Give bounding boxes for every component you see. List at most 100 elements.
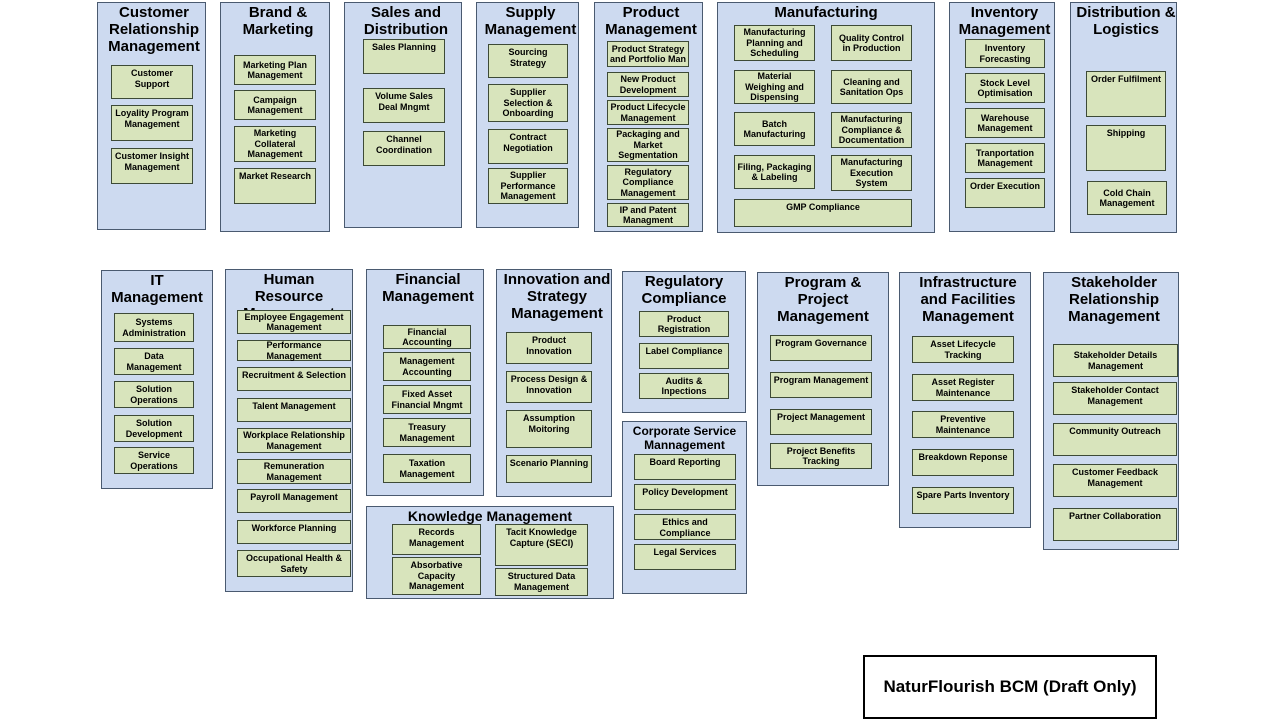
capability-transportation-management: Tranportation Management: [965, 143, 1045, 173]
capability-asset-lifecycle-tracking: Asset Lifecycle Tracking: [912, 336, 1014, 363]
domain-financial-management: Financial Management Financial Accountin…: [366, 269, 484, 496]
domain-knowledge-management: Knowledge Management Records Management …: [366, 506, 614, 599]
domain-inventory-management: Inventory Management Inventory Forecasti…: [949, 2, 1055, 232]
capability-workforce-planning: Workforce Planning: [237, 520, 351, 544]
capability-stakeholder-details: Stakeholder Details Management: [1053, 344, 1178, 377]
capability-talent-management: Talent Management: [237, 398, 351, 422]
capability-financial-accounting: Financial Accounting: [383, 325, 471, 349]
capability-recruitment-selection: Recruitment & Selection: [237, 367, 351, 391]
capability-customer-insight-management: Customer Insight Management: [111, 148, 193, 184]
domain-title: Distribution & Logistics: [1076, 4, 1176, 38]
capability-occupational-health-safety: Occupational Health & Safety: [237, 550, 351, 577]
domain-brand-marketing: Brand & Marketing Marketing Plan Managem…: [220, 2, 330, 232]
capability-supplier-performance: Supplier Performance Management: [488, 168, 568, 204]
domain-title: Manufacturing: [774, 4, 878, 21]
capability-policy-development: Policy Development: [634, 484, 736, 510]
capability-taxation-management: Taxation Management: [383, 454, 471, 483]
capability-warehouse-management: Warehouse Management: [965, 108, 1045, 138]
domain-program-project: Program & Project Management Program Gov…: [757, 272, 889, 486]
capability-records-management: Records Management: [392, 524, 481, 555]
capability-employee-engagement: Employee Engagement Management: [237, 310, 351, 334]
capability-program-management: Program Management: [770, 372, 872, 398]
capability-community-outreach: Community Outreach: [1053, 423, 1177, 456]
domain-supply-management: Supply Management Sourcing Strategy Supp…: [476, 2, 579, 228]
capability-sales-planning: Sales Planning: [363, 39, 445, 74]
capability-asset-register-maintenance: Asset Register Maintenance: [912, 374, 1014, 401]
capability-breakdown-response: Breakdown Reponse: [912, 449, 1014, 476]
capability-assumption-monitoring: Assumption Moitoring: [506, 410, 592, 448]
domain-regulatory-compliance: Regulatory Compliance Product Registrati…: [622, 271, 746, 413]
capability-service-operations: Service Operations: [114, 447, 194, 474]
capability-manufacturing-planning: Manufacturing Planning and Scheduling: [734, 25, 815, 61]
capability-product-innovation: Product Innovation: [506, 332, 592, 364]
domain-stakeholder-relationship: Stakeholder Relationship Management Stak…: [1043, 272, 1179, 550]
capability-volume-sales-deal: Volume Sales Deal Mngmt: [363, 88, 445, 123]
capability-solution-operations: Solution Operations: [114, 381, 194, 408]
capability-program-governance: Program Governance: [770, 335, 872, 361]
capability-material-weighing: Material Weighing and Dispensing: [734, 70, 815, 104]
domain-distribution-logistics: Distribution & Logistics Order Fulfilmen…: [1070, 2, 1177, 233]
capability-inventory-forecasting: Inventory Forecasting: [965, 39, 1045, 68]
capability-solution-development: Solution Development: [114, 415, 194, 442]
diagram-title-box: NaturFlourish BCM (Draft Only): [863, 655, 1157, 719]
domain-it-management: IT Management Systems Administration Dat…: [101, 270, 213, 489]
domain-title: Corporate Service Mannagement: [632, 424, 737, 452]
domain-title: Program & Project Management: [777, 274, 869, 325]
capability-regulatory-compliance-management: Regulatory Compliance Management: [607, 165, 689, 200]
capability-structured-data-management: Structured Data Management: [495, 568, 588, 596]
capability-cleaning-sanitation: Cleaning and Sanitation Ops: [831, 70, 912, 104]
domain-title: Customer Relationship Management: [108, 4, 200, 55]
capability-systems-administration: Systems Administration: [114, 313, 194, 342]
capability-contract-negotiation: Contract Negotiation: [488, 129, 568, 164]
capability-shipping: Shipping: [1086, 125, 1166, 171]
capability-treasury-management: Treasury Management: [383, 418, 471, 447]
capability-project-management: Project Management: [770, 409, 872, 435]
capability-remuneration-management: Remuneration Management: [237, 459, 351, 484]
capability-product-lifecycle: Product Lifecycle Management: [607, 100, 689, 125]
capability-marketing-plan-management: Marketing Plan Management: [234, 55, 316, 85]
capability-process-design-innovation: Process Design & Innovation: [506, 371, 592, 403]
capability-cold-chain: Cold Chain Management: [1087, 181, 1167, 215]
capability-absorbative-capacity: Absorbative Capacity Management: [392, 557, 481, 595]
capability-packaging-segmentation: Packaging and Market Segmentation: [607, 128, 689, 162]
capability-fixed-asset-financial: Fixed Asset Financial Mngmt: [383, 385, 471, 414]
capability-batch-manufacturing: Batch Manufacturing: [734, 112, 815, 146]
capability-stock-level-optimisation: Stock Level Optimisation: [965, 73, 1045, 103]
domain-title: Inventory Management: [958, 4, 1051, 38]
capability-performance-management: Performance Management: [237, 340, 351, 361]
capability-quality-control: Quality Control in Production: [831, 25, 912, 61]
capability-manufacturing-compliance: Manufacturing Compliance & Documentation: [831, 112, 912, 148]
domain-title: Sales and Distribution: [363, 4, 449, 38]
domain-innovation-strategy: Innovation and Strategy Management Produ…: [496, 269, 612, 497]
domain-title: Stakeholder Relationship Management: [1068, 274, 1160, 325]
capability-customer-feedback: Customer Feedback Management: [1053, 464, 1177, 497]
domain-product-management: Product Management Product Strategy and …: [594, 2, 703, 232]
capability-new-product-development: New Product Development: [607, 72, 689, 97]
capability-tacit-knowledge-capture: Tacit Knowledge Capture (SECI): [495, 524, 588, 566]
capability-ip-patent: IP and Patent Managment: [607, 203, 689, 227]
domain-manufacturing: Manufacturing Manufacturing Planning and…: [717, 2, 935, 233]
capability-manufacturing-execution-system: Manufacturing Execution System: [831, 155, 912, 191]
capability-scenario-planning: Scenario Planning: [506, 455, 592, 483]
capability-ethics-compliance: Ethics and Compliance: [634, 514, 736, 540]
domain-title: Infrastructure and Facilities Management: [919, 274, 1017, 325]
capability-label-compliance: Label Compliance: [639, 343, 729, 369]
capability-board-reporting: Board Reporting: [634, 454, 736, 480]
capability-customer-support: Customer Support: [111, 65, 193, 99]
domain-title: Financial Management: [382, 271, 474, 305]
capability-order-execution: Order Execution: [965, 178, 1045, 208]
capability-campaign-management: Campaign Management: [234, 90, 316, 120]
domain-corporate-service: Corporate Service Mannagement Board Repo…: [622, 421, 747, 594]
capability-stakeholder-contact: Stakeholder Contact Management: [1053, 382, 1177, 415]
capability-preventive-maintenance: Preventive Maintenance: [912, 411, 1014, 438]
domain-infrastructure-facilities: Infrastructure and Facilities Management…: [899, 272, 1031, 528]
capability-product-strategy: Product Strategy and Portfolio Man: [607, 41, 689, 67]
capability-sourcing-strategy: Sourcing Strategy: [488, 44, 568, 78]
capability-supplier-selection: Supplier Selection & Onboarding: [488, 84, 568, 122]
capability-marketing-collateral-management: Marketing Collateral Management: [234, 126, 316, 162]
capability-order-fulfilment: Order Fulfilment: [1086, 71, 1166, 117]
capability-filing-packaging-labeling: Filing, Packaging & Labeling: [734, 155, 815, 189]
capability-loyalty-program-management: Loyality Program Management: [111, 105, 193, 141]
capability-project-benefits-tracking: Project Benefits Tracking: [770, 443, 872, 469]
capability-channel-coordination: Channel Coordination: [363, 131, 445, 166]
